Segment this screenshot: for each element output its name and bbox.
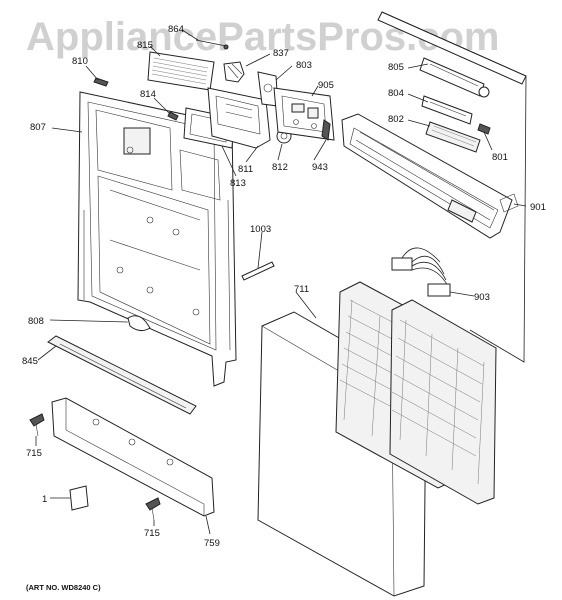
screw-814	[167, 111, 179, 121]
callout-837: 837	[273, 48, 289, 59]
callout-807: 807	[30, 122, 46, 133]
inner-door-panel	[77, 91, 237, 387]
screw-715-left	[29, 413, 45, 437]
screw-715-right	[145, 497, 161, 521]
callout-812: 812	[272, 162, 288, 173]
toe-kick-panel	[51, 397, 215, 517]
callout-845: 845	[22, 356, 38, 367]
literature-packet	[69, 485, 89, 511]
callout-905: 905	[318, 80, 334, 91]
callout-759: 759	[204, 538, 220, 549]
callout-815: 815	[137, 40, 153, 51]
callout-1: 1	[42, 494, 47, 505]
bracket-804	[421, 95, 473, 125]
vent-spring	[223, 61, 245, 83]
bracket-802	[425, 121, 481, 153]
callout-802: 802	[388, 114, 404, 125]
callout-1003: 1003	[250, 224, 271, 235]
insulation-pad-right	[389, 299, 497, 505]
control-panel	[341, 113, 519, 239]
screw-801	[477, 123, 491, 135]
callout-803: 803	[296, 60, 312, 71]
control-board	[273, 87, 335, 141]
callout-903: 903	[474, 292, 490, 303]
wire-harness	[391, 247, 451, 297]
callout-805: 805	[388, 62, 404, 73]
callout-801: 801	[492, 152, 508, 163]
callout-715-left: 715	[26, 448, 42, 459]
callout-864: 864	[168, 24, 184, 35]
callout-811: 811	[238, 164, 253, 175]
callout-814: 814	[140, 89, 156, 100]
callout-labels: 810 807 814 864 815 837 803 905 811 812 …	[22, 24, 546, 549]
callout-711: 711	[294, 284, 309, 295]
callout-715-right: 715	[144, 528, 160, 539]
hinge-bracket	[127, 315, 151, 332]
callout-810: 810	[72, 56, 88, 67]
clip-943	[321, 119, 331, 141]
callout-943: 943	[312, 162, 328, 173]
callout-808: 808	[28, 316, 44, 327]
art-number: (ART NO. WD8240 C)	[26, 583, 101, 592]
control-assembly-outline	[381, 11, 527, 363]
bracket-805	[419, 57, 490, 98]
screw-810	[93, 77, 109, 87]
callout-901: 901	[530, 202, 546, 213]
callout-804: 804	[388, 88, 404, 99]
bottom-seal	[47, 335, 197, 415]
leader-lines	[35, 29, 527, 535]
vent-housing	[207, 87, 271, 149]
screw-1003	[241, 261, 275, 281]
callout-813: 813	[230, 178, 246, 189]
vent-pin	[195, 39, 229, 50]
